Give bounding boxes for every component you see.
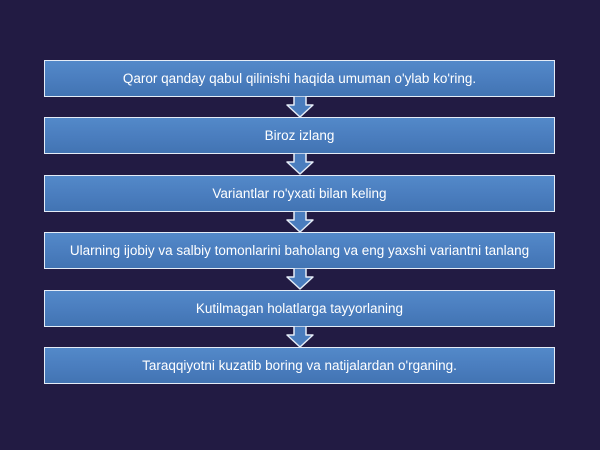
down-arrow-icon	[286, 326, 314, 348]
step-3-label: Variantlar ro'yxati bilan keling	[212, 186, 387, 201]
step-5-label: Kutilmagan holatlarga tayyorlaning	[195, 301, 404, 316]
step-5-box: Kutilmagan holatlarga tayyorlaning	[44, 290, 555, 327]
step-2-label: Biroz izlang	[264, 128, 335, 143]
step-4-box: Ularning ijobiy va salbiy tomonlarini ba…	[44, 232, 555, 269]
step-6-label: Taraqqiyotni kuzatib boring va natijalar…	[142, 358, 457, 373]
down-arrow-icon	[286, 153, 314, 175]
step-4-label: Ularning ijobiy va salbiy tomonlarini ba…	[69, 243, 530, 258]
step-3-box: Variantlar ro'yxati bilan keling	[44, 175, 555, 212]
step-1-box: Qaror qanday qabul qilinishi haqida umum…	[44, 60, 555, 97]
step-6-box: Taraqqiyotni kuzatib boring va natijalar…	[44, 347, 555, 384]
down-arrow-icon	[286, 211, 314, 233]
down-arrow-icon	[286, 96, 314, 118]
down-arrow-icon	[286, 268, 314, 290]
step-2-box: Biroz izlang	[44, 117, 555, 154]
step-1-label: Qaror qanday qabul qilinishi haqida umum…	[122, 71, 477, 86]
